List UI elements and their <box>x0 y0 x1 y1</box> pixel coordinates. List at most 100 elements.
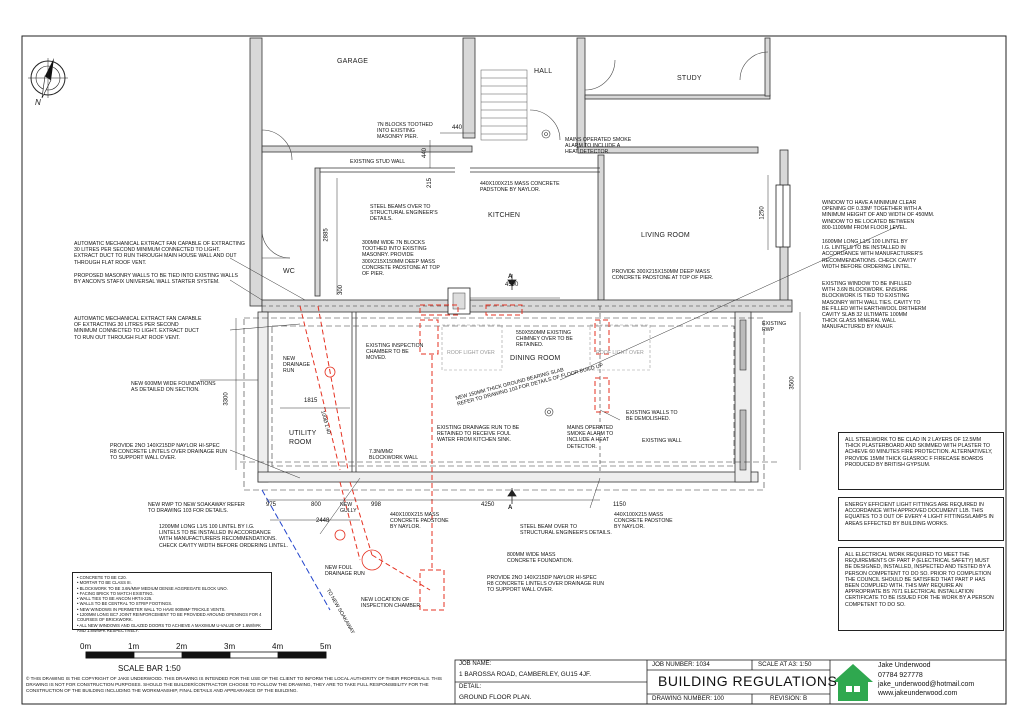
drawing-title: BUILDING REGULATIONS <box>658 673 838 689</box>
dim-1250: 1250 <box>759 206 766 220</box>
detail-value: GROUND FLOOR PLAN. <box>459 694 532 701</box>
note-pier-padstone: PROVIDE 300x215x150mm DEEP MASS CONCRETE… <box>612 269 714 282</box>
spec-item: • WALLS TO BE CENTRAL TO STRIP FOOTINGS. <box>77 601 173 607</box>
note-lintel-1600: 1600mm LONG L1/S 100 LINTEL BY I.G. LINT… <box>822 239 923 270</box>
company-email: jake_underwood@hotmail.com <box>878 681 975 688</box>
demolished-walls <box>262 305 792 472</box>
drawing-number: DRAWING NUMBER: 100 <box>652 695 724 702</box>
revision: REVISION: B <box>770 695 808 702</box>
dim-4590: 4590 <box>505 282 519 288</box>
soakaway-run <box>261 489 331 611</box>
spec-item: • MORTAR TO BE CLASS iii. <box>77 580 132 586</box>
brick-hatch <box>739 319 747 471</box>
dimension-lines <box>235 132 801 521</box>
note-window-living: WINDOW TO HAVE A MINIMUM CLEAR OPENING O… <box>822 200 935 231</box>
scale-tick: 1m <box>128 642 140 651</box>
note-smoke-alarm-mid: MAINS OPERATED SMOKE ALARM TO INCLUDE A … <box>567 425 614 450</box>
roof-lights <box>441 324 651 371</box>
spec-item: • BLOCKWORK TO BE 3.6N/mm² MEDIUM DENSE … <box>77 585 228 591</box>
door-swings <box>261 51 769 259</box>
note-lintels-2no-b: PROVIDE 2No 140x215DP NAYLOR HI-SPEC R8 … <box>487 575 605 594</box>
note-padstone-top: 440x100x215 MASS CONCRETE PADSTONE BY NA… <box>480 181 560 194</box>
kitchen-walls <box>320 167 600 173</box>
note-new-location: NEW LOCATION OF INSPECTION CHAMBER <box>361 597 421 610</box>
note-roof-light-1: ROOF LIGHT OVER <box>447 350 495 356</box>
room-dining: DINING ROOM <box>510 355 561 362</box>
note-steel-beams: STEEL BEAMS OVER TO STRUCTURAL ENGINEER'… <box>370 204 438 223</box>
lighting-note: ENERGY EFFICIENT LIGHT FITTINGS ARE REQU… <box>845 502 994 527</box>
drainage-runs <box>299 304 610 611</box>
company-name: Jake Underwood <box>878 662 931 669</box>
note-window-infill: EXISTING WINDOW TO BE INFILLED WITH 3.6N… <box>822 281 927 331</box>
note-padstone-right: 440x100x215 MASS CONCRETE PADSTONE BY NA… <box>614 512 673 531</box>
dim-800: 800 <box>311 502 322 508</box>
job-name: 1 BAROSSA ROAD, CAMBERLEY, GU15 4JF. <box>459 671 592 678</box>
electrical-note-box: ALL ELECTRICAL WORK REQUIRED TO MEET THE… <box>838 547 1004 631</box>
dim-1815: 1815 <box>304 398 318 404</box>
dim-3500: 3500 <box>789 376 796 390</box>
company-phone: 07784 927778 <box>878 672 923 679</box>
note-new-foul: NEW FOUL DRAINAGE RUN <box>325 565 365 578</box>
foundation-lines <box>240 317 780 491</box>
note-chimney: 550x550mm EXISTING CHIMNEY OVER TO BE RE… <box>516 330 573 349</box>
utility-partition <box>351 312 357 472</box>
gully-circles <box>324 366 383 571</box>
note-walls-demolish: EXISTING WALLS TO BE DEMOLISHED. <box>626 410 678 423</box>
section-a-bottom: A <box>508 505 513 511</box>
note-steel-beam-over: STEEL BEAM OVER TO STRUCTURAL ENGINEER'S… <box>520 524 612 537</box>
job-number: JOB NUMBER: 1034 <box>652 661 710 668</box>
spec-item: • ALL NEW WINDOWS AND GLAZED DOORS TO AC… <box>77 622 261 633</box>
room-living: LIVING ROOM <box>641 232 690 239</box>
dim-215: 215 <box>427 177 434 189</box>
leader-lines <box>200 224 901 535</box>
scale-label: SCALE BAR 1:50 <box>118 664 181 673</box>
note-new-gully: NEW GULLY <box>340 502 357 515</box>
dim-2448: 2448 <box>316 518 330 524</box>
note-fan-wc: AUTOMATIC MECHANICAL EXTRACT FAN CAPABLE… <box>74 316 202 341</box>
room-wc: WC <box>283 268 296 275</box>
section-markers <box>507 274 517 504</box>
lighting-note-box: ENERGY EFFICIENT LIGHT FITTINGS ARE REQU… <box>838 497 1004 541</box>
note-fan-top: AUTOMATIC MECHANICAL EXTRACT FAN CAPABLE… <box>74 241 245 266</box>
dim-1150: 1150 <box>613 502 626 508</box>
note-lintels-2no: PROVIDE 2No 140x215DP NAYLOR HI-SPEC R8 … <box>110 443 228 462</box>
detail-label: DETAIL: <box>459 684 482 690</box>
note-padstone-mid: 440x100x215 MASS CONCRETE PADSTONE BY NA… <box>390 512 449 531</box>
room-study: STUDY <box>677 75 702 82</box>
spec-item: • CONCRETE TO BE C20. <box>77 575 127 580</box>
room-utility: UTILITY ROOM <box>289 430 317 446</box>
extension-walls <box>257 311 759 483</box>
note-new-rwp: NEW RWP TO NEW SOAKAWAY REFER TO DRAWING… <box>148 502 245 515</box>
note-blockwork: 7.3N/mm2 BLOCKWORK WALL <box>369 449 419 462</box>
dim-998: 998 <box>371 502 382 508</box>
staircase <box>480 69 528 141</box>
dim-2885: 2885 <box>323 228 330 242</box>
note-new-drainage: NEW DRAINAGE RUN <box>283 356 311 375</box>
living-window <box>775 184 791 248</box>
smoke-alarm-icon <box>541 129 554 417</box>
north-label: N <box>35 98 41 107</box>
note-blocks-toothed: 7N BLOCKS TOOTHED INTO EXISTING MASONRY … <box>377 122 433 141</box>
note-smoke-alarm-top: MAINS OPERATED SMOKE ALARM TO INCLUDE A … <box>565 137 632 156</box>
note-lintel-1200: 1200mm LONG L1/S 100 LINTEL BY I.G. LINT… <box>159 524 288 549</box>
existing-walls <box>249 37 793 313</box>
note-inspection-chamber: EXISTING INSPECTION CHAMBER TO BE MOVED. <box>366 343 424 362</box>
scale-tick: 2m <box>176 642 188 651</box>
room-kitchen: KITCHEN <box>488 212 521 219</box>
dim-440: 440 <box>452 125 463 131</box>
copyright-note: © THIS DRAWING IS THE COPYRIGHT OF JAKE … <box>26 676 442 693</box>
spec-item: • NEW WINDOWS IN PERIMETER WALL TO HAVE … <box>77 606 226 612</box>
dim-300: 300 <box>338 284 345 296</box>
scale-tick: 5m <box>320 642 332 651</box>
spec-item: • 1200mm LONG BC7 JOINT REINFORCEMENT TO… <box>77 612 262 623</box>
scale-a3: SCALE AT A3: 1:50 <box>758 661 812 668</box>
note-masonry-tie: PROPOSED MASONRY WALLS TO BE TIED INTO E… <box>74 273 238 286</box>
note-concrete-foundation: 800mm WIDE MASS CONCRETE FOUNDATION. <box>507 552 573 565</box>
note-existing-wall: EXISTING WALL <box>642 438 682 444</box>
scale-tick: 0m <box>80 642 92 651</box>
house-logo-icon <box>833 664 873 701</box>
spec-list-box: • CONCRETE TO BE C20. • MORTAR TO BE CLA… <box>72 572 272 633</box>
note-drainage-retained: EXISTING DRAINAGE RUN TO BE RETAINED TO … <box>437 425 520 444</box>
steelwork-note: ALL STEELWORK TO BE CLAD IN 2 LAYERS OF … <box>845 437 993 468</box>
